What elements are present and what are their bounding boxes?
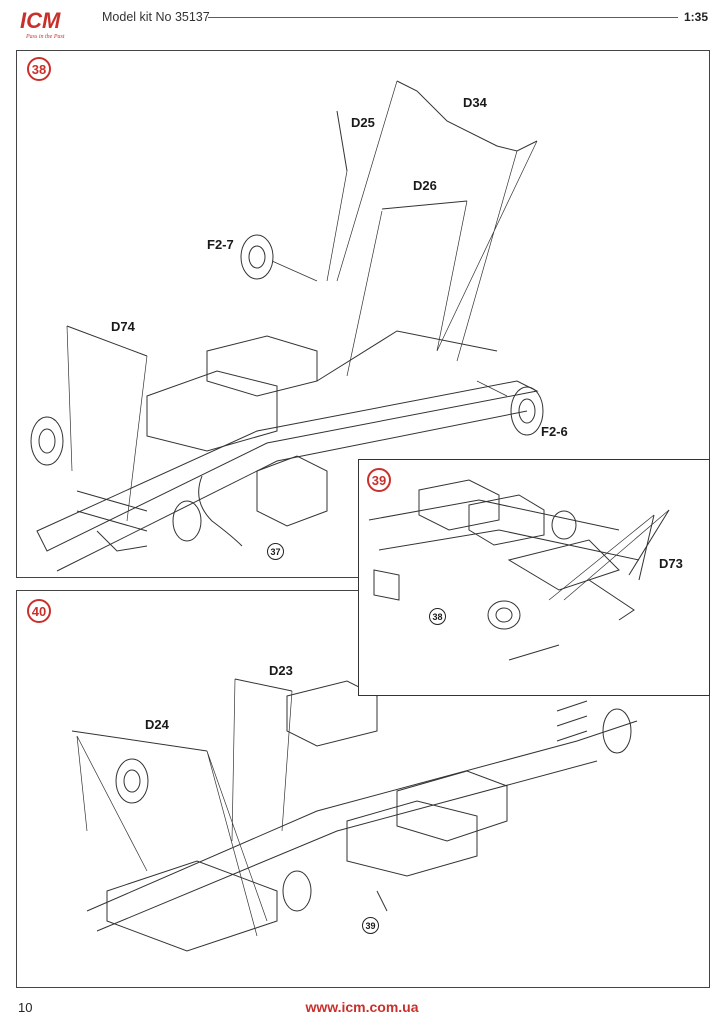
fuel-tank-2 <box>397 771 507 841</box>
part-label-f2-7: F2-7 <box>207 237 234 252</box>
leaf-spring <box>77 491 147 531</box>
leaf-spring <box>557 701 587 741</box>
part-label-d34: D34 <box>463 95 487 110</box>
exhaust <box>377 891 387 911</box>
part-label-d73: D73 <box>659 556 683 571</box>
leader-lines <box>77 679 292 936</box>
part-d26 <box>382 201 467 209</box>
brand-text: ICM <box>20 8 61 33</box>
step-39-panel: 39 D73 38 <box>358 459 710 696</box>
battery-box <box>257 456 327 526</box>
battery-box <box>287 681 377 746</box>
rear-frame <box>107 861 277 951</box>
tank-2 <box>207 336 317 396</box>
rear-wheel <box>173 501 201 541</box>
step-40-drawing <box>17 591 709 987</box>
fuel-tank <box>419 480 499 530</box>
part-d25 <box>337 111 347 171</box>
wheel-right <box>603 709 631 753</box>
part-label-d25: D25 <box>351 115 375 130</box>
part-d73-b <box>629 510 669 575</box>
part-d23 <box>235 679 292 691</box>
website-link[interactable]: www.icm.com.ua <box>305 999 419 1015</box>
scale-label: 1:35 <box>684 10 709 24</box>
wheel-rear <box>552 511 576 539</box>
frame-rail-upper <box>369 500 619 530</box>
ref-step-badge: 37 <box>267 543 284 560</box>
step-number-badge: 38 <box>27 57 51 81</box>
icm-logo: ICM Pass in the Past <box>18 6 98 40</box>
ref-step-badge: 38 <box>429 608 446 625</box>
drive-shaft <box>509 645 559 660</box>
part-label-f2-6: F2-6 <box>541 424 568 439</box>
header-rule <box>208 17 678 18</box>
frame-rail-upper <box>37 381 537 551</box>
wheel-f2-7 <box>241 235 273 279</box>
cross-member <box>317 331 497 381</box>
wheel-center <box>283 871 311 911</box>
fuel-tank <box>347 801 477 876</box>
fuel-tank <box>147 371 277 451</box>
wheel-left <box>116 759 148 803</box>
page-number: 10 <box>18 1000 33 1015</box>
frame-rail-lower <box>379 530 639 560</box>
part-label-d26: D26 <box>413 178 437 193</box>
part-label-d24: D24 <box>145 717 169 732</box>
fuel-tank-2 <box>469 495 544 545</box>
front-wheel-left <box>31 417 63 465</box>
ref-step-badge: 39 <box>362 917 379 934</box>
part-d24 <box>72 731 207 751</box>
axle-housing <box>509 540 619 590</box>
step-39-drawing <box>359 460 709 695</box>
step-38-drawing <box>17 51 709 577</box>
step-number-badge: 39 <box>367 468 391 492</box>
frame-rail-upper <box>87 721 637 911</box>
frame-rail-lower <box>97 761 597 931</box>
leader-lines <box>327 81 537 361</box>
frame-rail-lower <box>57 411 527 571</box>
model-kit-number: Model kit No 35137 <box>102 10 210 24</box>
wheel-front <box>488 601 520 629</box>
part-d74 <box>67 326 147 356</box>
part-d34 <box>397 81 537 151</box>
brand-tagline: Pass in the Past <box>25 34 65 40</box>
leaf-spring <box>589 580 634 620</box>
part-label-d74: D74 <box>111 319 135 334</box>
battery-box <box>374 570 399 600</box>
leader-lines <box>549 510 669 600</box>
wheel-f2-6 <box>511 387 543 435</box>
part-label-d23: D23 <box>269 663 293 678</box>
exhaust-pipe <box>199 476 242 546</box>
step-number-badge: 40 <box>27 599 51 623</box>
